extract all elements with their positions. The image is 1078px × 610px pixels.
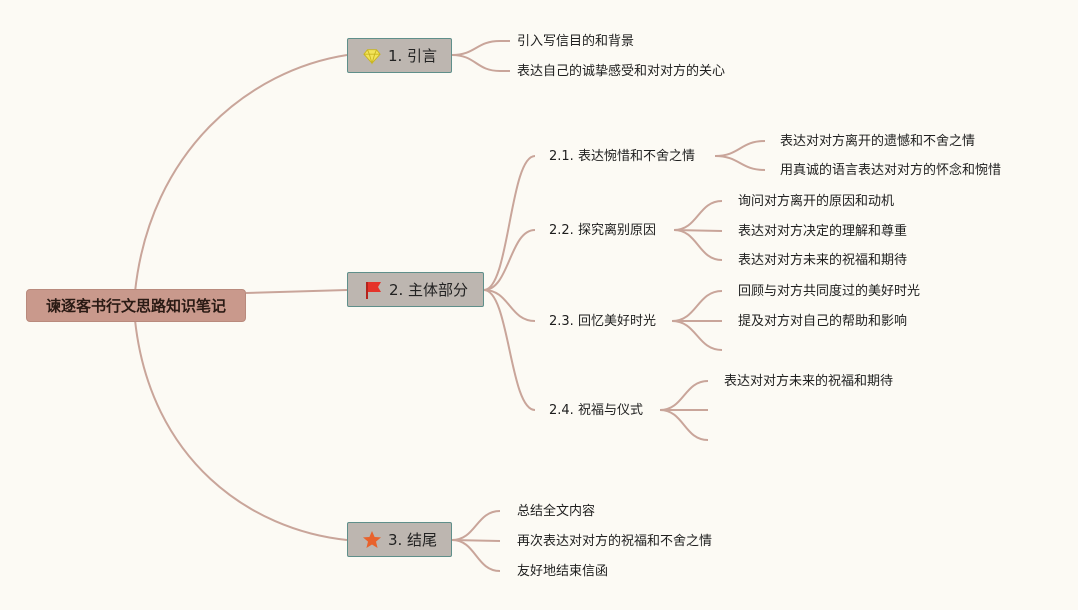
link-t3-leaf2 bbox=[451, 539, 501, 542]
link-t3-leaf3 bbox=[451, 539, 501, 572]
link-t2-sub3 bbox=[483, 289, 536, 322]
link-sub3-leaf3 bbox=[671, 320, 723, 351]
flag-icon bbox=[363, 280, 383, 300]
topic-conclusion[interactable]: 3. 结尾 bbox=[347, 522, 452, 557]
topic-main-body[interactable]: 2. 主体部分 bbox=[347, 272, 484, 307]
leaf-2-3-2[interactable]: 提及对方对自己的帮助和影响 bbox=[738, 314, 908, 329]
link-sub3-leaf1 bbox=[671, 290, 723, 322]
leaf-2-3-1[interactable]: 回顾与对方共同度过的美好时光 bbox=[738, 284, 921, 299]
leaf-2-2-3[interactable]: 表达对对方未来的祝福和期待 bbox=[738, 253, 908, 268]
link-root-topic3 bbox=[134, 319, 348, 541]
leaf-2-2-2[interactable]: 表达对对方决定的理解和尊重 bbox=[738, 224, 908, 239]
star-icon bbox=[362, 530, 382, 550]
link-sub2-leaf2 bbox=[673, 229, 723, 232]
subtopic-2-2[interactable]: 2.2. 探究离别原因 bbox=[549, 223, 656, 238]
subtopic-2-1[interactable]: 2.1. 表达惋惜和不舍之情 bbox=[549, 149, 695, 164]
link-t2-sub4 bbox=[483, 289, 536, 411]
root-title: 谏逐客书行文思路知识笔记 bbox=[45, 297, 226, 315]
link-sub1-leaf2 bbox=[714, 155, 766, 171]
leaf-3-1[interactable]: 总结全文内容 bbox=[517, 504, 596, 519]
gem-icon bbox=[362, 46, 382, 66]
link-sub2-leaf3 bbox=[673, 229, 723, 261]
link-root-topic2 bbox=[245, 289, 348, 294]
leaf-2-1-2[interactable]: 用真诚的语言表达对对方的怀念和惋惜 bbox=[780, 163, 1002, 178]
root-node[interactable]: 谏逐客书行文思路知识笔记 bbox=[26, 289, 246, 322]
subtopic-2-4[interactable]: 2.4. 祝福与仪式 bbox=[549, 403, 643, 418]
topic-label: 3. 结尾 bbox=[387, 531, 438, 549]
link-sub4-leaf1 bbox=[659, 380, 709, 411]
leaf-1-2[interactable]: 表达自己的诚挚感受和对对方的关心 bbox=[517, 64, 726, 79]
link-t2-sub1 bbox=[483, 155, 536, 291]
link-t1-leaf2 bbox=[451, 54, 501, 72]
subtopic-2-3[interactable]: 2.3. 回忆美好时光 bbox=[549, 314, 656, 329]
leaf-2-1-1[interactable]: 表达对对方离开的遗憾和不舍之情 bbox=[780, 134, 976, 149]
leaf-3-2[interactable]: 再次表达对对方的祝福和不舍之情 bbox=[517, 534, 713, 549]
link-t2-sub2 bbox=[483, 229, 536, 291]
leaf-1-1[interactable]: 引入写信目的和背景 bbox=[517, 34, 635, 49]
link-t3-leaf1 bbox=[451, 510, 501, 541]
topic-introduction[interactable]: 1. 引言 bbox=[347, 38, 452, 73]
link-sub4-leaf3 bbox=[659, 409, 709, 441]
link-t1-leaf1 bbox=[451, 40, 501, 56]
link-sub1-leaf1 bbox=[714, 140, 766, 157]
leaf-2-4-1[interactable]: 表达对对方未来的祝福和期待 bbox=[724, 374, 894, 389]
link-sub2-leaf1 bbox=[673, 200, 723, 231]
topic-label: 2. 主体部分 bbox=[388, 281, 469, 299]
topic-label: 1. 引言 bbox=[387, 47, 438, 65]
link-root-topic1 bbox=[134, 54, 348, 293]
leaf-2-2-1[interactable]: 询问对方离开的原因和动机 bbox=[738, 194, 895, 209]
leaf-3-3[interactable]: 友好地结束信函 bbox=[517, 564, 609, 579]
